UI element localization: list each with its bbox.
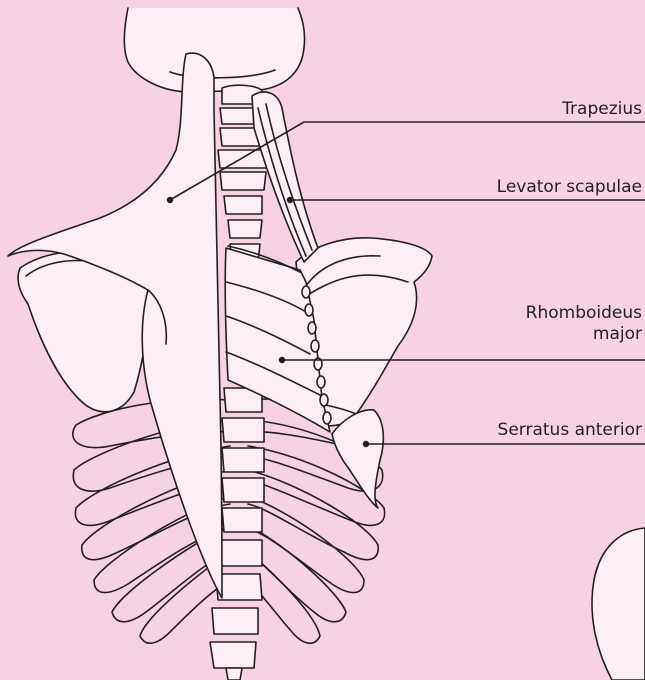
adjacent-figure-outline: [592, 528, 645, 680]
levator-pointer: [287, 197, 293, 203]
rhomboideus-label-line1: Rhomboideus: [526, 303, 642, 324]
trapezius-label: Trapezius: [562, 99, 642, 120]
serratus-pointer: [363, 441, 369, 447]
levator-scapulae-label: Levator scapulae: [497, 177, 642, 198]
rhomboideus-label-line2: major: [526, 324, 642, 345]
rhomboideus-major-label: Rhomboideus major: [526, 303, 642, 345]
rhomboid-pointer: [279, 357, 285, 363]
trapezius-pointer: [167, 197, 173, 203]
serratus-anterior-muscle: [332, 410, 383, 508]
serratus-anterior-label: Serratus anterior: [498, 420, 642, 441]
